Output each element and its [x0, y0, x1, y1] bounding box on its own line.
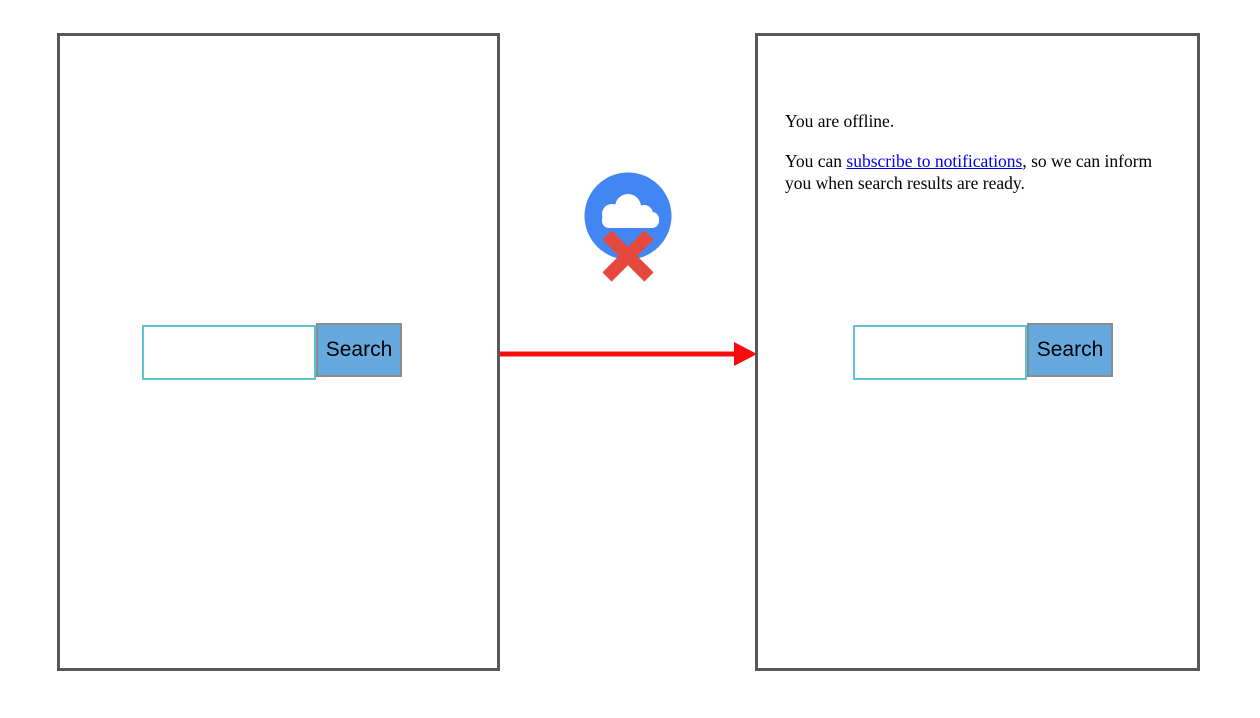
flow-arrow-icon [500, 342, 757, 366]
right-page-frame: You are offline. You can subscribe to no… [755, 33, 1200, 671]
offline-status-text: You are offline. [785, 110, 1175, 132]
search-input[interactable] [142, 325, 316, 380]
subscribe-text-after: , so we can inform you when search resul… [785, 151, 1153, 193]
search-button[interactable]: Search [316, 323, 402, 377]
subscribe-link[interactable]: subscribe to notifications [846, 151, 1023, 171]
search-button[interactable]: Search [1027, 323, 1113, 377]
offline-cloud-icon [584, 172, 672, 282]
search-form: Search [142, 323, 402, 380]
offline-line1: You are offline. [785, 111, 895, 131]
offline-message: You are offline. You can subscribe to no… [785, 110, 1175, 212]
search-form: Search [853, 323, 1113, 380]
cloud-glyph [602, 194, 659, 228]
subscribe-text-before: You can [785, 151, 847, 171]
cross-icon [602, 230, 654, 282]
subscribe-text: You can subscribe to notifications, so w… [785, 150, 1175, 194]
search-input[interactable] [853, 325, 1027, 380]
left-page-frame: Search [57, 33, 500, 671]
